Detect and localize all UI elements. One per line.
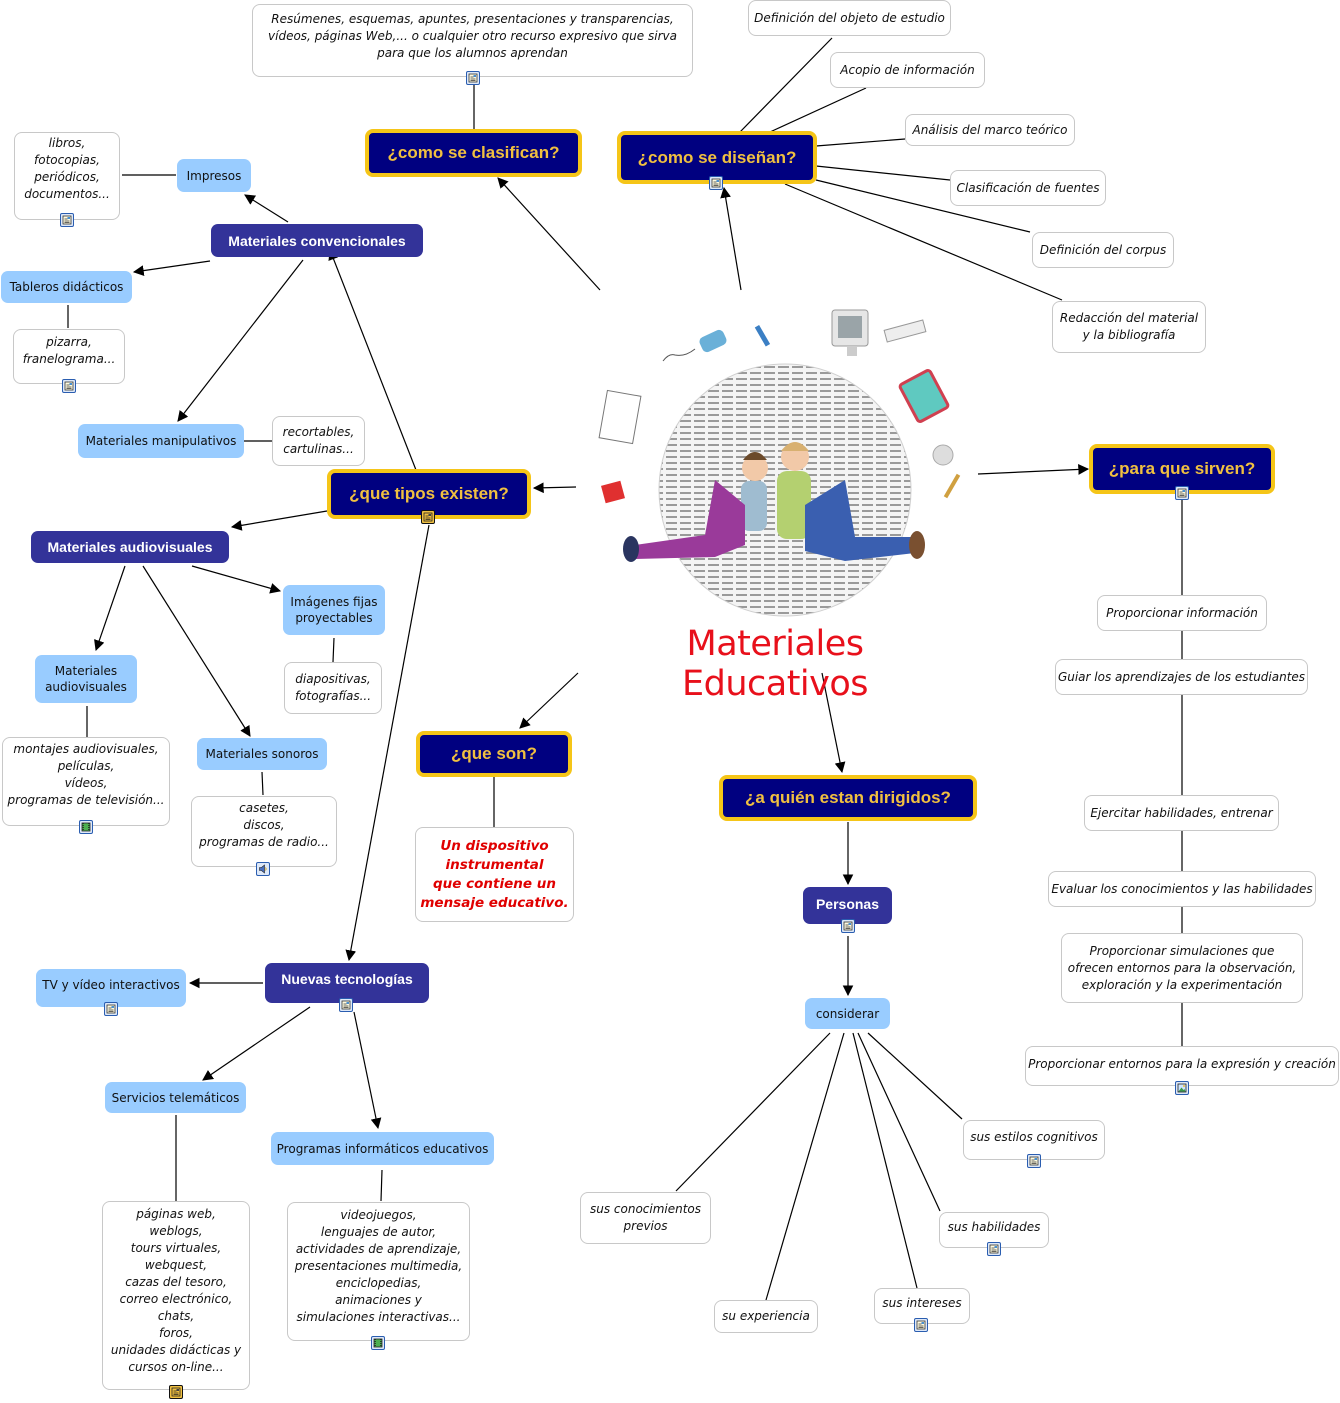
tableros-examples: pizarra, franelograma... bbox=[13, 329, 125, 384]
image-picture-icon[interactable] bbox=[1175, 1081, 1189, 1095]
dirigidos-item: sus intereses bbox=[874, 1288, 970, 1324]
resource-document-icon[interactable] bbox=[914, 1318, 928, 1332]
resource-document-icon[interactable] bbox=[709, 176, 723, 190]
manipulativos-node[interactable]: Materiales manipulativos bbox=[78, 424, 244, 458]
sirven-item: Evaluar los conocimientos y las habilida… bbox=[1048, 871, 1316, 907]
materiales-audiovisuales[interactable]: Materiales audiovisuales bbox=[31, 531, 229, 563]
cd-icon bbox=[932, 444, 954, 466]
clasifican-description: Resúmenes, esquemas, apuntes, presentaci… bbox=[252, 4, 693, 77]
disenan-step: Definición del corpus bbox=[1032, 232, 1174, 268]
keyboard-icon bbox=[883, 319, 927, 343]
manipulativos-examples: recortables, cartulinas... bbox=[272, 416, 365, 466]
resource-document-icon[interactable] bbox=[987, 1242, 1001, 1256]
resource-document-icon[interactable] bbox=[60, 213, 74, 227]
main-title: Materiales Educativos bbox=[681, 624, 869, 704]
imagenes-node[interactable]: Imágenes fijas proyectables bbox=[283, 585, 385, 635]
link-center-tipos bbox=[532, 482, 577, 494]
disenan-step: Redacción del material y la bibliografía bbox=[1052, 301, 1206, 353]
audiovisuales-sub-node[interactable]: Materiales audiovisuales bbox=[35, 655, 137, 703]
resource-document-icon[interactable] bbox=[466, 71, 480, 85]
disenan-step: Acopio de información bbox=[830, 52, 985, 88]
link-center-sirven bbox=[977, 464, 1090, 475]
video-film-icon[interactable] bbox=[79, 820, 93, 834]
imagenes-examples: diapositivas, fotografías... bbox=[284, 662, 382, 714]
disenan-step: Análisis del marco teórico bbox=[905, 114, 1075, 146]
dirigidos-item: sus estilos cognitivos bbox=[963, 1120, 1105, 1160]
tableros-node[interactable]: Tableros didácticos bbox=[1, 271, 132, 303]
resource-document-icon[interactable] bbox=[841, 919, 855, 933]
dirigidos-item: sus conocimientos previos bbox=[580, 1192, 711, 1244]
sirven-item: Proporcionar información bbox=[1097, 595, 1267, 631]
impresos-node[interactable]: Impresos bbox=[177, 159, 251, 192]
pencil-icon bbox=[754, 324, 771, 347]
audiovisuales-examples: montajes audiovisuales, películas, vídeo… bbox=[2, 737, 170, 826]
student-left bbox=[623, 452, 768, 562]
computer-icon bbox=[831, 309, 869, 356]
nuevas-tecnologias[interactable]: Nuevas tecnologías bbox=[265, 963, 429, 1003]
student-right bbox=[777, 442, 925, 561]
impresos-examples: libros, fotocopias, periódicos, document… bbox=[14, 132, 120, 220]
telematicos-node[interactable]: Servicios telemáticos bbox=[105, 1082, 246, 1113]
link-center-son bbox=[519, 672, 579, 729]
dirigidos-item: su experiencia bbox=[714, 1300, 818, 1333]
programas-node[interactable]: Programas informáticos educativos bbox=[271, 1132, 494, 1165]
disenan-step: Clasificación de fuentes bbox=[950, 170, 1106, 206]
sirven-item: Proporcionar entornos para la expresión … bbox=[1025, 1046, 1339, 1086]
telematicos-examples: páginas web, weblogs, tours virtuales, w… bbox=[102, 1201, 250, 1390]
sirven-item: Guiar los aprendizajes de los estudiante… bbox=[1055, 659, 1308, 695]
resource-document-icon[interactable] bbox=[1027, 1154, 1041, 1168]
question-dirigidos[interactable]: ¿a quién estan dirigidos? bbox=[719, 775, 977, 821]
considerar-node[interactable]: considerar bbox=[805, 998, 890, 1029]
resource-document-icon[interactable] bbox=[339, 998, 353, 1012]
resource-document-icon[interactable] bbox=[1175, 486, 1189, 500]
notebook-icon bbox=[601, 480, 625, 504]
link-center-clasifican bbox=[497, 177, 601, 291]
pen-icon bbox=[943, 473, 961, 499]
central-illustration bbox=[598, 309, 961, 617]
materiales-convencionales[interactable]: Materiales convencionales bbox=[211, 224, 423, 257]
sonoros-examples: casetes, discos, programas de radio... bbox=[191, 796, 337, 867]
video-film-icon[interactable] bbox=[371, 1336, 385, 1350]
sirven-item: Ejercitar habilidades, entrenar bbox=[1084, 795, 1279, 831]
tv-video-node[interactable]: TV y vídeo interactivos bbox=[36, 969, 186, 1007]
resource-document-icon[interactable] bbox=[104, 1002, 118, 1016]
link-center-disenan bbox=[720, 186, 742, 291]
disenan-step: Definición del objeto de estudio bbox=[748, 0, 951, 36]
book-icon bbox=[898, 369, 950, 423]
personas-node[interactable]: Personas bbox=[803, 887, 892, 924]
resource-document-icon[interactable] bbox=[62, 379, 76, 393]
son-definition: Un dispositivo instrumental que contiene… bbox=[415, 827, 574, 922]
mouse-icon bbox=[662, 329, 727, 362]
programas-examples: videojuegos, lenguajes de autor, activid… bbox=[287, 1202, 470, 1341]
resource-gold-document-icon[interactable] bbox=[421, 510, 435, 524]
sirven-item: Proporcionar simulaciones que ofrecen en… bbox=[1061, 933, 1303, 1003]
audio-speaker-icon[interactable] bbox=[256, 862, 270, 876]
question-son[interactable]: ¿que son? bbox=[416, 731, 572, 777]
resource-gold-document-icon[interactable] bbox=[169, 1385, 183, 1399]
question-disenan[interactable]: ¿como se diseñan? bbox=[617, 131, 817, 184]
question-clasifican[interactable]: ¿como se clasifican? bbox=[365, 129, 582, 177]
paper-sheet-icon bbox=[598, 389, 642, 445]
sonoros-node[interactable]: Materiales sonoros bbox=[197, 738, 327, 770]
